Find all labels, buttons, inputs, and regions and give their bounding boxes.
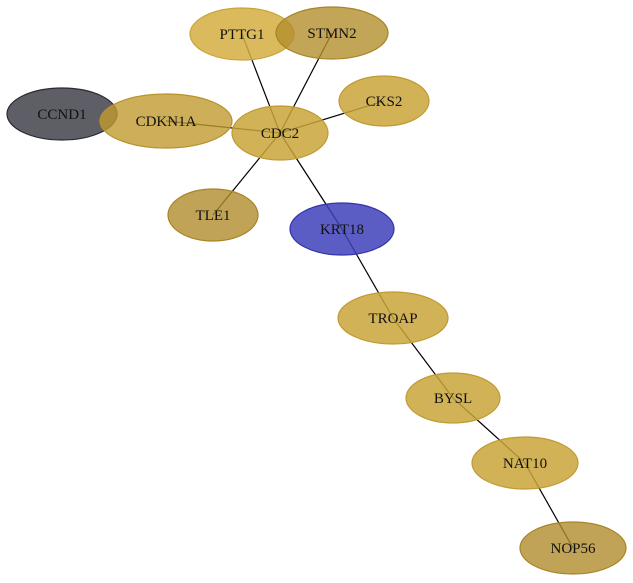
node-krt18[interactable]: KRT18 [289,202,395,256]
node-cdkn1a[interactable]: CDKN1A [99,93,233,149]
node-label: CCND1 [37,107,86,123]
node-label: CDKN1A [136,114,197,130]
node-label: CKS2 [366,94,403,110]
node-ellipse [231,105,329,161]
node-ellipse [337,291,449,345]
node-label: NAT10 [503,456,547,472]
node-ellipse [405,372,501,424]
node-ellipse [289,202,395,256]
node-nop56[interactable]: NOP56 [519,521,627,575]
node-ellipse [519,521,627,575]
node-label: NOP56 [550,541,596,557]
node-tle1[interactable]: TLE1 [167,188,259,242]
node-ellipse [99,93,233,149]
node-nat10[interactable]: NAT10 [471,436,579,490]
node-label: TLE1 [196,208,231,224]
node-ellipse [275,6,389,60]
node-troap[interactable]: TROAP [337,291,449,345]
node-cdc2[interactable]: CDC2 [231,105,329,161]
node-ellipse [471,436,579,490]
node-label: TROAP [368,311,417,327]
node-ellipse [167,188,259,242]
node-label: STMN2 [307,26,356,42]
node-ellipse [338,75,430,127]
node-bysl[interactable]: BYSL [405,372,501,424]
node-ccnd1[interactable]: CCND1 [6,87,118,141]
node-label: CDC2 [261,126,299,142]
node-stmn2[interactable]: STMN2 [275,6,389,60]
node-label: BYSL [434,391,472,407]
node-label: PTTG1 [220,27,265,43]
node-pttg1[interactable]: PTTG1 [189,7,295,61]
node-label: KRT18 [320,222,364,238]
node-cks2[interactable]: CKS2 [338,75,430,127]
